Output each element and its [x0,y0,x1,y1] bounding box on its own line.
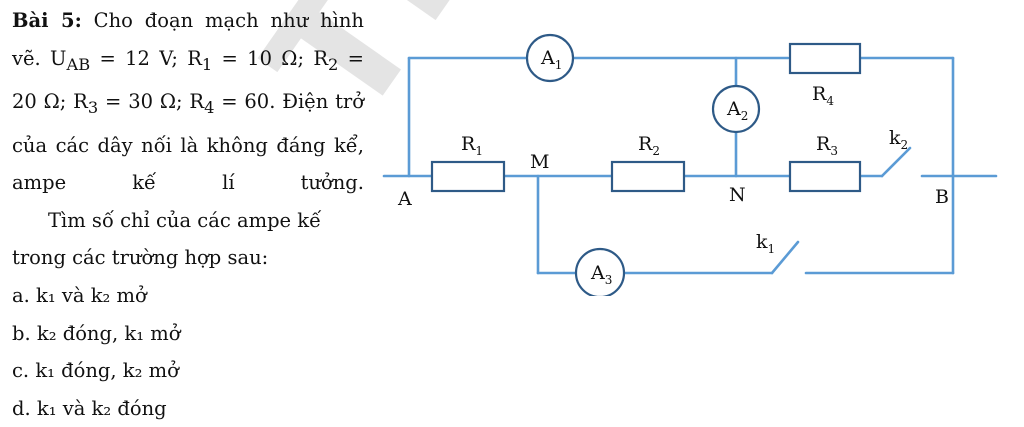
ammeter-a3 [574,247,626,296]
problem-text: Bài 5: Cho đoạn mạch như hình vẽ. UAB = … [12,2,364,427]
resistor-r2-label: R2 [638,133,660,158]
ammeter-a2-label: A2 [726,98,748,123]
switch-k1-blade [770,240,800,275]
wires [382,56,998,275]
ammeter-a1 [525,33,575,83]
switch-k2-label: k2 [889,127,908,152]
ammeter-a1-label: A1 [540,47,562,72]
problem-task: Tìm số chỉ của các ampe kế trong các trư… [12,208,322,270]
node-m-label: M [530,151,549,173]
problem-heading: Bài 5: [12,9,82,32]
circuit-diagram: A1 A2 A3 R1 R2 R3 R4 k1 k2 A B M N [382,33,998,296]
resistor-r4 [788,42,862,75]
resistor-r3 [788,160,862,193]
problem-statement: Bài 5: Cho đoạn mạch như hình vẽ. UAB = … [12,9,364,195]
node-a-label: A [397,188,412,210]
case-c: c. k₁ đóng, k₂ mở [12,359,179,383]
resistor-r2 [610,160,686,193]
switch-k1-label: k1 [756,231,775,256]
resistor-r3-label: R3 [816,133,838,158]
case-a: a. k₁ và k₂ mở [12,283,147,307]
ammeter-a2 [711,84,761,134]
switch-k2-blade [880,146,912,178]
node-n-label: N [729,184,746,206]
case-b: b. k₂ đóng, k₁ mở [12,321,181,345]
resistor-r1 [430,160,506,193]
case-d: d. k₁ và k₂ đóng [12,396,167,420]
resistor-r4-label: R4 [812,83,834,108]
resistor-r1-label: R1 [461,133,483,158]
ammeter-a3-label: A3 [590,262,612,287]
node-b-label: B [935,186,949,208]
